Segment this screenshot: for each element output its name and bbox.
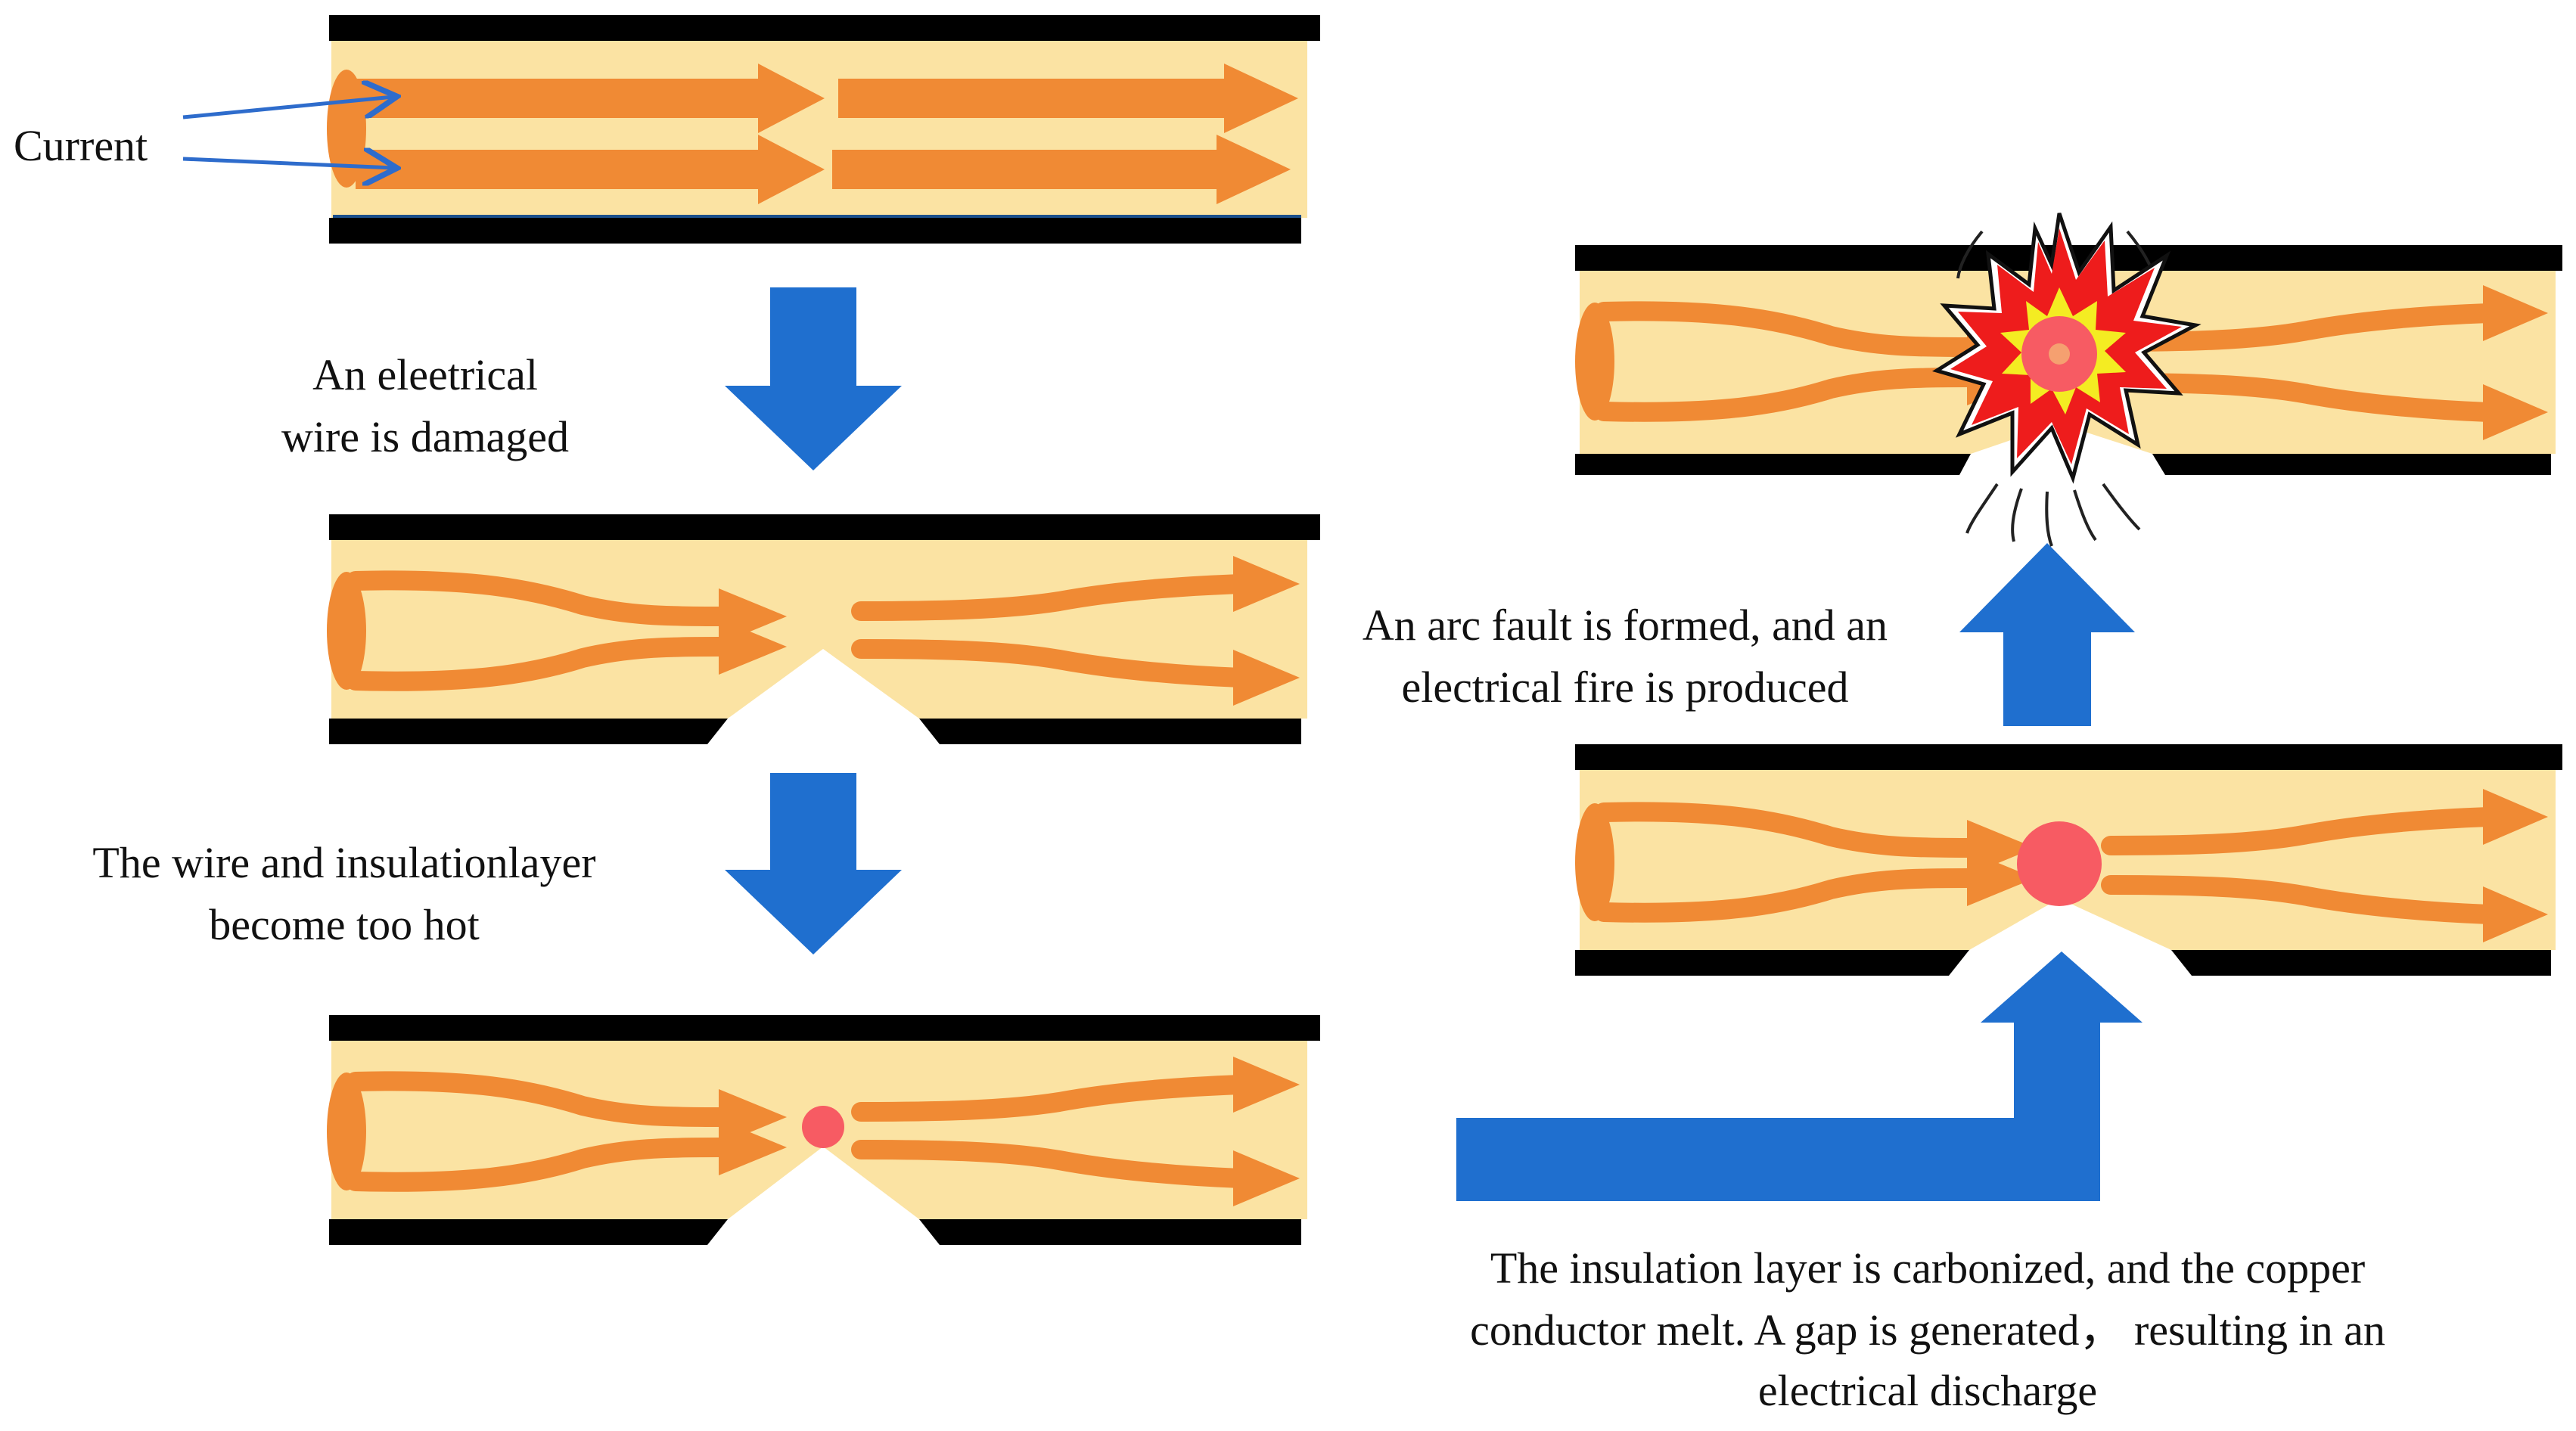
outer-sheath-bottom-left <box>1575 950 1969 976</box>
outer-sheath-bottom-right <box>2152 454 2551 475</box>
outer-sheath-top <box>329 514 1320 540</box>
step2-label-line1: The wire and insulationlayer <box>92 838 595 887</box>
hot-spot <box>802 1106 844 1148</box>
conductor-end <box>1575 303 1614 421</box>
wire-arc-fault <box>1575 213 2562 547</box>
step3-label-line3: electrical discharge <box>1758 1366 2097 1415</box>
process-arrow-up <box>1959 543 2135 726</box>
current-arrows <box>346 570 1251 691</box>
process-arrow-down-1 <box>725 287 902 470</box>
outer-sheath-bottom-right <box>2171 950 2551 976</box>
outer-sheath-top <box>329 15 1320 41</box>
current-arrows <box>346 1071 1251 1192</box>
step2-label-line2: become too hot <box>209 900 480 949</box>
current-arrows <box>1594 301 2499 422</box>
outer-sheath-top <box>1575 744 2562 770</box>
process-arrow-down-2 <box>725 773 902 955</box>
current-arrowheads <box>1967 789 2548 942</box>
insulation-layer <box>331 36 1307 218</box>
step1-label-line2: wire is damaged <box>281 412 569 461</box>
current-arrows <box>1594 802 2499 924</box>
outer-sheath-bottom <box>329 218 1301 244</box>
current-pointer-lower <box>182 159 393 168</box>
current-pointer-upper <box>182 97 393 120</box>
step4-label-line1: An arc fault is formed, and an <box>1363 601 1888 650</box>
wire-damaged <box>327 514 1320 744</box>
current-arrowheads <box>719 556 1300 706</box>
outer-sheath-bottom-right <box>919 1219 1301 1245</box>
current-label: Current <box>14 121 148 170</box>
outer-sheath-bottom-left <box>329 1219 728 1245</box>
step1-label-line1: An eleetrical <box>312 350 538 399</box>
conductor-end <box>327 572 366 690</box>
outer-sheath-bottom-left <box>1575 454 1971 475</box>
process-arrow-elbow-up <box>1456 951 2143 1201</box>
outer-sheath-top <box>329 1015 1320 1041</box>
conductor-end <box>327 1072 366 1190</box>
arc-core-center <box>2049 343 2070 365</box>
wire-gap-discharge <box>1575 744 2562 976</box>
discharge-spot <box>2017 821 2102 906</box>
current-arrowheads <box>719 1057 1300 1206</box>
wire-overheating <box>327 1015 1320 1245</box>
current-arrows <box>356 64 1298 204</box>
step4-label-line2: electrical fire is produced <box>1402 663 1849 712</box>
step3-label-line1: The insulation layer is carbonized, and … <box>1490 1243 2365 1293</box>
conductor-end <box>1575 803 1614 921</box>
wire-intact <box>327 15 1320 244</box>
insulation-layer <box>331 535 1307 719</box>
outer-sheath-bottom-left <box>329 719 728 744</box>
arc-spark <box>1931 213 2202 547</box>
outer-sheath-bottom-right <box>919 719 1301 744</box>
step3-label-line2: conductor melt. A gap is generated， resu… <box>1470 1305 2385 1355</box>
